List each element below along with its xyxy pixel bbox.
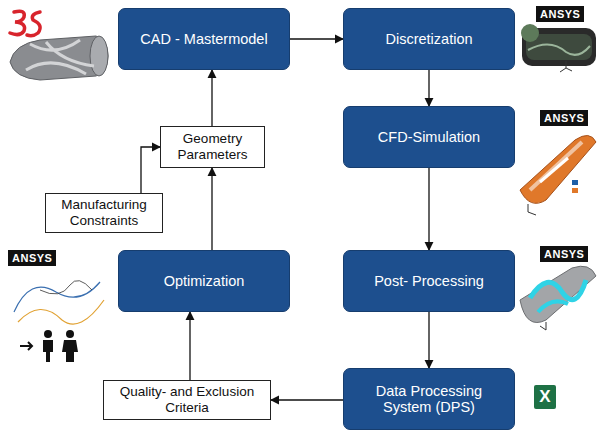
post-illustration xyxy=(520,266,596,330)
cad-part xyxy=(10,36,108,80)
box-label: CFD-Simulation xyxy=(378,129,480,145)
box-label: Discretization xyxy=(385,31,472,47)
mesh-illustration xyxy=(521,24,596,72)
flow-arrow xyxy=(428,70,429,106)
process-box: Post- Processing xyxy=(343,250,515,312)
flow-arrow xyxy=(189,312,190,380)
flow-arrow xyxy=(428,312,429,368)
box-label: Data Processing System (DPS) xyxy=(354,383,504,415)
flow-arrow xyxy=(211,70,212,126)
optimization-illustration xyxy=(14,281,104,362)
box-label: Optimization xyxy=(164,273,245,289)
software-logo: ANSYS xyxy=(536,6,584,22)
cfd-illustration xyxy=(520,135,596,215)
software-logo: ANSYS xyxy=(540,246,588,262)
box-label: CAD - Mastermodel xyxy=(140,31,267,47)
box-label: Geometry Parameters xyxy=(167,131,258,162)
flow-arrow xyxy=(211,168,212,250)
excel-icon: X xyxy=(534,385,556,409)
box-label: Manufacturing Constraints xyxy=(52,197,156,228)
box-label: Post- Processing xyxy=(374,273,484,289)
software-logo: ANSYS xyxy=(8,250,56,266)
flow-arrow xyxy=(428,168,429,250)
software-logo: ANSYS xyxy=(540,110,588,126)
process-box: CFD-Simulation xyxy=(343,106,515,168)
constraint-box: Manufacturing Constraints xyxy=(45,193,163,233)
flow-arrow xyxy=(290,38,343,39)
flow-arrow xyxy=(141,147,160,193)
box-label: Quality- and Exclusion Criteria xyxy=(110,384,264,415)
process-box: Discretization xyxy=(343,8,515,70)
parameter-box: Geometry Parameters xyxy=(160,126,265,168)
flow-arrow xyxy=(271,399,343,400)
process-box: CAD - Mastermodel xyxy=(118,8,290,70)
criteria-box: Quality- and Exclusion Criteria xyxy=(103,380,271,420)
process-box: Data Processing System (DPS) xyxy=(343,368,515,430)
dassault-logo xyxy=(10,11,40,35)
process-box: Optimization xyxy=(118,250,290,312)
